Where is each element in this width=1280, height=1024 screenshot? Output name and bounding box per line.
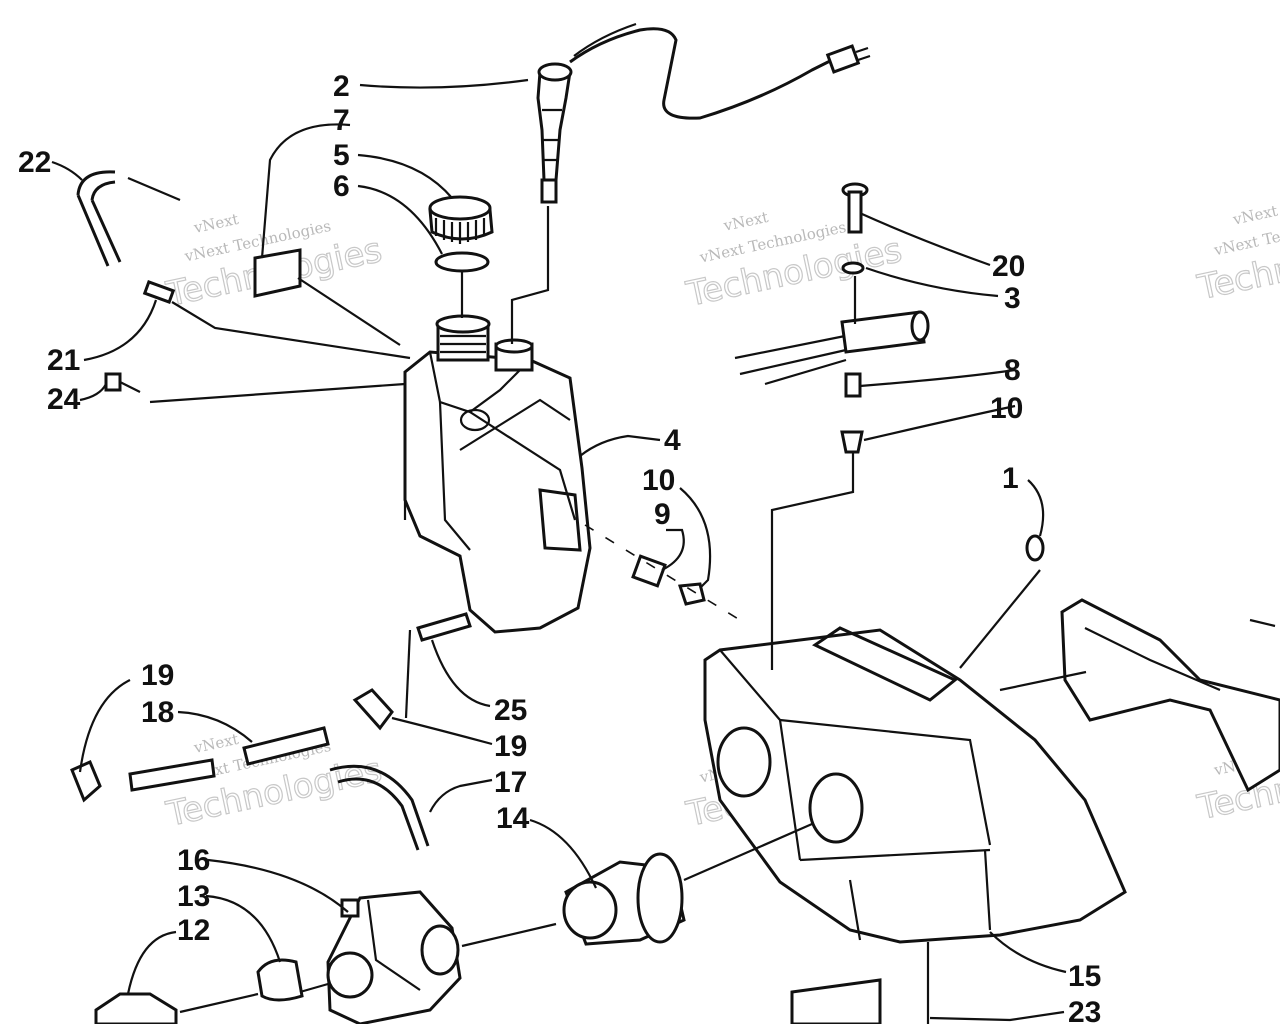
callout-1: 1 — [1002, 462, 1019, 495]
callout-3: 3 — [1004, 282, 1021, 315]
callout-22: 22 — [18, 146, 51, 179]
callout-15: 15 — [1068, 960, 1101, 993]
callout-5: 5 — [333, 139, 350, 172]
callout-21: 21 — [47, 344, 80, 377]
vent-hose-dash — [127, 176, 181, 202]
callout-9: 9 — [654, 498, 671, 531]
adapter-axis-line — [683, 822, 813, 882]
fuel-line — [128, 726, 330, 792]
airbox — [703, 626, 1127, 944]
oil-tank — [403, 314, 592, 634]
carb-clamp — [256, 958, 304, 1002]
callout-10-left: 10 — [642, 464, 675, 497]
callout-4: 4 — [664, 424, 681, 457]
pump-bolt — [841, 182, 869, 234]
callout-8: 8 — [1004, 354, 1021, 387]
callout-18: 18 — [141, 696, 174, 729]
tank-screw — [104, 372, 406, 404]
callouts: 2 7 5 6 22 21 24 4 10 9 20 3 8 10 1 25 1… — [18, 70, 1101, 1024]
pump-spacer — [844, 372, 862, 398]
outlet-fitting — [416, 612, 472, 642]
pump-grommet — [840, 430, 864, 454]
flange-axis-line — [179, 982, 329, 1014]
grommet — [1025, 534, 1045, 562]
watermark-top-text: vNext — [191, 730, 240, 757]
callout-12: 12 — [177, 914, 210, 947]
callout-17: 17 — [494, 766, 527, 799]
callout-16: 16 — [177, 844, 210, 877]
pump-axis-line — [770, 276, 857, 670]
watermark-top-text: vNext — [1231, 202, 1280, 229]
vent-fitting — [142, 279, 411, 360]
callout-7: 7 — [333, 104, 350, 137]
impulse-hose — [329, 764, 430, 851]
watermark-right-top: vNext vNext Technologies Technologies — [1193, 202, 1280, 309]
callout-19-right: 19 — [494, 730, 527, 763]
fuel-pump — [734, 310, 930, 386]
intake-flange — [94, 992, 178, 1024]
callout-24: 24 — [47, 383, 81, 416]
bracket-pin — [1249, 618, 1276, 628]
adapter-axis-line-left — [461, 922, 557, 948]
vent-hose — [76, 170, 122, 267]
callout-13: 13 — [177, 880, 210, 913]
watermark-top-text: vNext — [721, 208, 770, 235]
outlet-leader-line — [404, 629, 412, 719]
cap-seal-ring — [434, 251, 490, 273]
airbox-plate — [790, 978, 882, 1024]
washer — [677, 582, 706, 606]
intake-adapter — [562, 852, 686, 946]
hose-clamp-upper — [352, 688, 394, 731]
watermark-left-top: vNext vNext Technologies Technologies — [162, 210, 386, 316]
callout-14: 14 — [496, 802, 530, 835]
callout-2: 2 — [333, 70, 350, 103]
carburetor — [326, 890, 462, 1024]
grommet-axis — [584, 524, 741, 621]
callout-10-right: 10 — [990, 392, 1023, 425]
hose-clamp-lower — [70, 760, 102, 803]
callout-25: 25 — [494, 694, 527, 727]
watermark-center-top: vNext vNext Technologies Technologies — [682, 208, 906, 316]
clip-leader-line — [297, 277, 401, 346]
leader-lines — [51, 78, 1087, 1022]
level-sensor — [536, 22, 871, 204]
watermark-top-text: vNext — [191, 210, 240, 237]
pump-washer — [841, 261, 865, 275]
mounting-clip — [253, 248, 302, 298]
bushing — [631, 554, 667, 588]
callout-6: 6 — [333, 170, 350, 203]
mounting-bracket — [1060, 598, 1280, 793]
callout-23: 23 — [1068, 996, 1101, 1024]
tank-cap — [428, 195, 494, 244]
callout-20: 20 — [992, 250, 1025, 283]
callout-19-left: 19 — [141, 659, 174, 692]
sensor-leader-line — [510, 206, 550, 344]
